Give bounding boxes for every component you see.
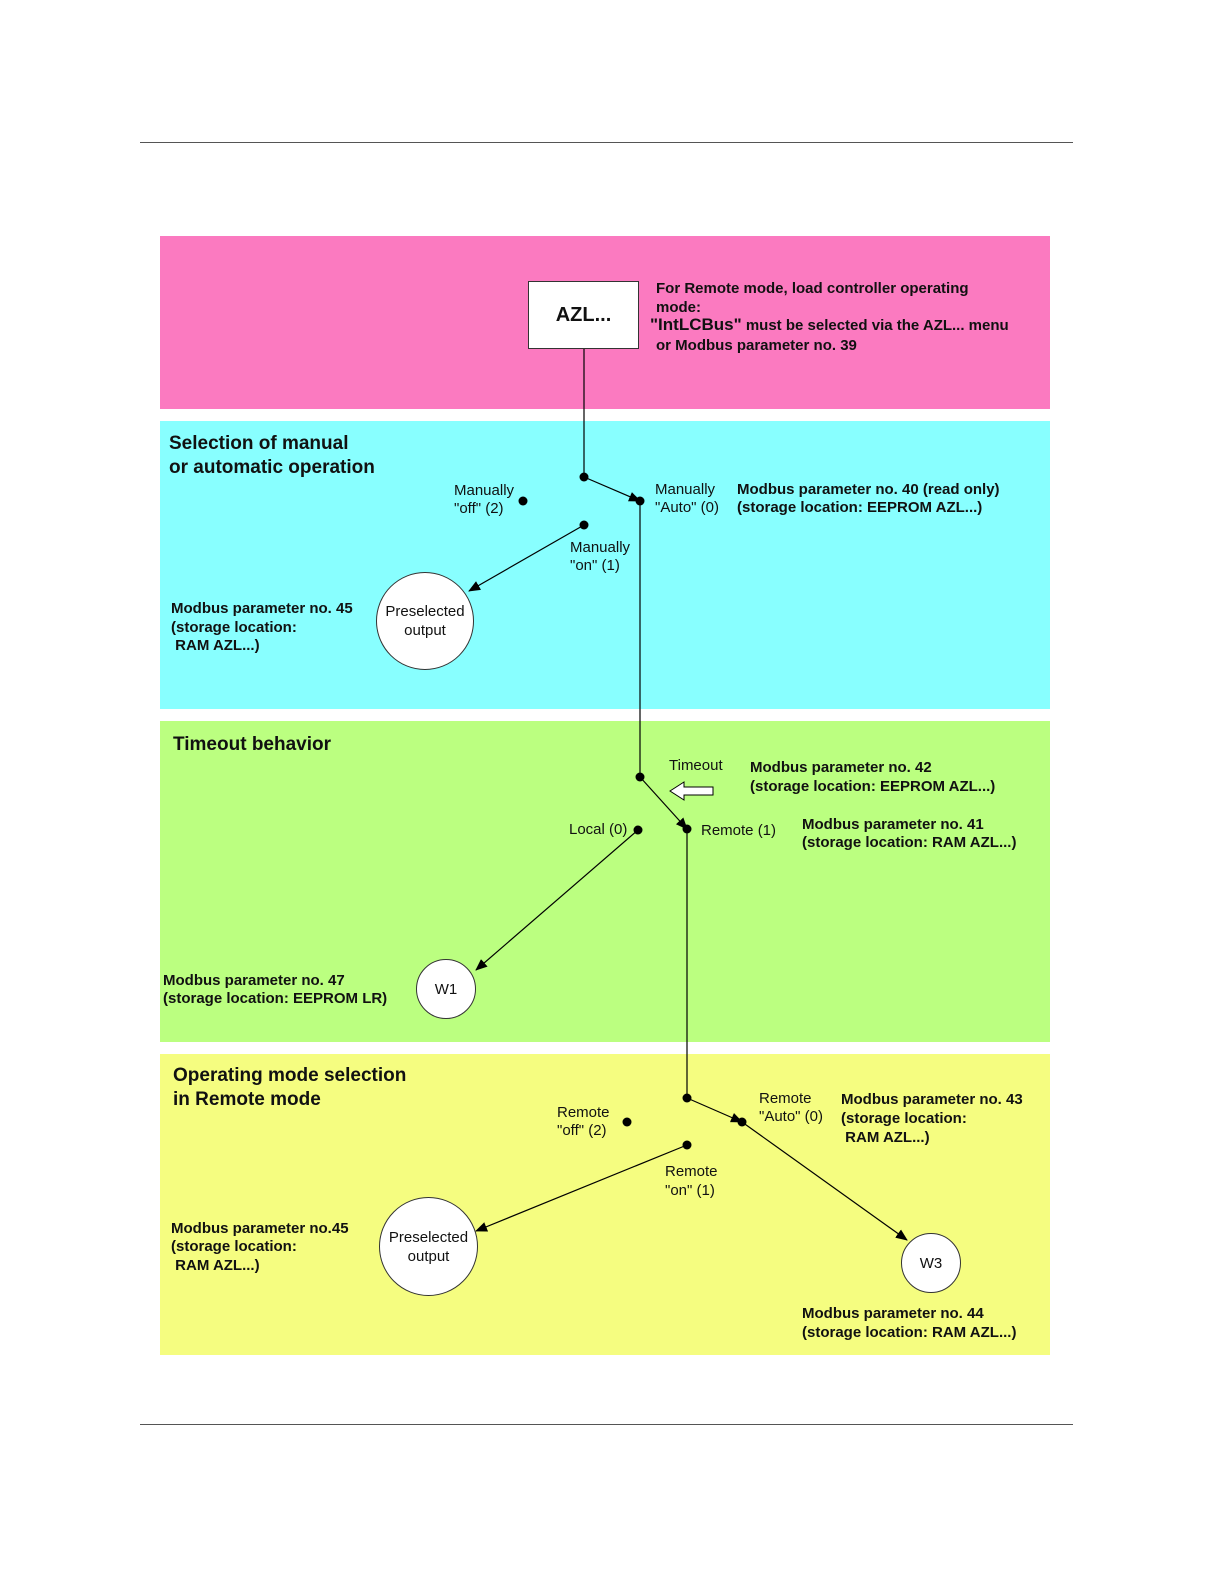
azl-label: AZL... xyxy=(555,303,612,326)
remote-section-title-line2: in Remote mode xyxy=(173,1089,321,1110)
w1-circle: W1 xyxy=(416,959,476,1019)
param45-b-line2: (storage location: xyxy=(171,1238,297,1255)
param42-line2: (storage location: EEPROM AZL...) xyxy=(750,778,996,795)
param45-a-line1: Modbus parameter no. 45 xyxy=(171,600,353,617)
node-timeout-pivot xyxy=(635,772,645,782)
preselected-output-1: Preselected output xyxy=(376,572,474,670)
param44-line1: Modbus parameter no. 44 xyxy=(802,1305,984,1322)
bottom-rule xyxy=(140,1424,1073,1425)
node-manual-on xyxy=(579,520,589,530)
w3-circle: W3 xyxy=(901,1233,961,1293)
param45-b-line1: Modbus parameter no.45 xyxy=(171,1220,349,1237)
band-cyan xyxy=(160,421,1050,709)
top-rule xyxy=(140,142,1073,143)
band-green xyxy=(160,721,1050,1042)
param42-line1: Modbus parameter no. 42 xyxy=(750,759,932,776)
preselected-2-line2: output xyxy=(407,1247,450,1265)
switch2-blade xyxy=(639,776,688,830)
param41-line2: (storage location: RAM AZL...) xyxy=(802,834,1017,851)
manual-auto-label-line1: Manually xyxy=(655,481,716,498)
node-local xyxy=(633,825,643,835)
param45-a-line3: RAM AZL...) xyxy=(171,637,260,654)
param41-line1: Modbus parameter no. 41 xyxy=(802,816,984,833)
w3-label: W3 xyxy=(919,1254,943,1272)
timeout-section-title: Timeout behavior xyxy=(173,734,332,755)
remote-note-line2: mode: xyxy=(656,299,701,316)
param44-line2: (storage location: RAM AZL...) xyxy=(802,1324,1017,1341)
remote-note-line3-rest: must be selected via the AZL... menu xyxy=(745,317,1009,334)
timeout-label: Timeout xyxy=(669,757,723,774)
remote-note-line3: "IntLCBus" must be selected via the AZL.… xyxy=(650,315,1009,336)
param47-line2: (storage location: EEPROM LR) xyxy=(163,990,388,1007)
line-local-to-w1 xyxy=(475,829,639,971)
switch3-blade xyxy=(686,1097,743,1123)
band-yellow xyxy=(160,1054,1050,1355)
timeout-arrow-icon xyxy=(669,781,714,801)
param40-line2: (storage location: EEPROM AZL...) xyxy=(737,499,983,516)
remote-section-title-line1: Operating mode selection xyxy=(173,1065,407,1086)
param43-line1: Modbus parameter no. 43 xyxy=(841,1091,1023,1108)
remote-off-label-line1: Remote xyxy=(557,1104,610,1121)
remote-on-label-line1: Remote xyxy=(665,1163,718,1180)
line-auto-to-w3 xyxy=(741,1121,908,1241)
preselected-1-line1: Preselected xyxy=(385,603,465,620)
switch1-blade xyxy=(583,476,641,502)
param43-line2: (storage location: xyxy=(841,1110,967,1127)
node-manual-off xyxy=(518,496,528,506)
intlcbus-value: "IntLCBus" xyxy=(650,315,742,334)
remote-auto-label-line2: "Auto" (0) xyxy=(759,1108,824,1125)
manual-on-label-line2: "on" (1) xyxy=(570,557,620,574)
remote-auto-label-line1: Remote xyxy=(759,1090,812,1107)
manual-on-label-line1: Manually xyxy=(570,539,631,556)
remote-off-label-line2: "off" (2) xyxy=(557,1122,607,1139)
line-on-to-preselected2 xyxy=(475,1144,688,1232)
remote-on-label-line2: "on" (1) xyxy=(665,1182,715,1199)
param45-a-line2: (storage location: xyxy=(171,619,297,636)
node-switch1-pivot xyxy=(579,472,589,482)
param40-line1: Modbus parameter no. 40 (read only) xyxy=(737,481,1000,498)
param45-b-line3: RAM AZL...) xyxy=(171,1257,260,1274)
node-remote xyxy=(682,824,692,834)
node-remote-off xyxy=(622,1117,632,1127)
node-manual-auto xyxy=(635,496,645,506)
node-remote-auto xyxy=(737,1117,747,1127)
line-on-to-preselected1 xyxy=(468,524,585,592)
param43-line3: RAM AZL...) xyxy=(841,1129,930,1146)
param47-line1: Modbus parameter no. 47 xyxy=(163,972,345,989)
remote-label: Remote (1) xyxy=(701,822,777,839)
node-switch3-pivot xyxy=(682,1093,692,1103)
preselected-1-line2: output xyxy=(404,622,446,639)
preselected-2-line1: Preselected xyxy=(388,1228,469,1246)
manual-auto-label-line2: "Auto" (0) xyxy=(655,499,720,516)
remote-note-line4: or Modbus parameter no. 39 xyxy=(656,337,857,354)
node-remote-on xyxy=(682,1140,692,1150)
manual-off-label-line1: Manually xyxy=(454,482,515,499)
manual-section-title-line2: or automatic operation xyxy=(169,457,375,478)
remote-note-line1: For Remote mode, load controller operati… xyxy=(656,280,969,297)
azl-box: AZL... xyxy=(528,281,639,349)
w1-label: W1 xyxy=(434,980,458,998)
manual-off-label-line2: "off" (2) xyxy=(454,500,504,517)
local-label: Local (0) xyxy=(569,821,628,838)
manual-section-title-line1: Selection of manual xyxy=(169,433,349,454)
